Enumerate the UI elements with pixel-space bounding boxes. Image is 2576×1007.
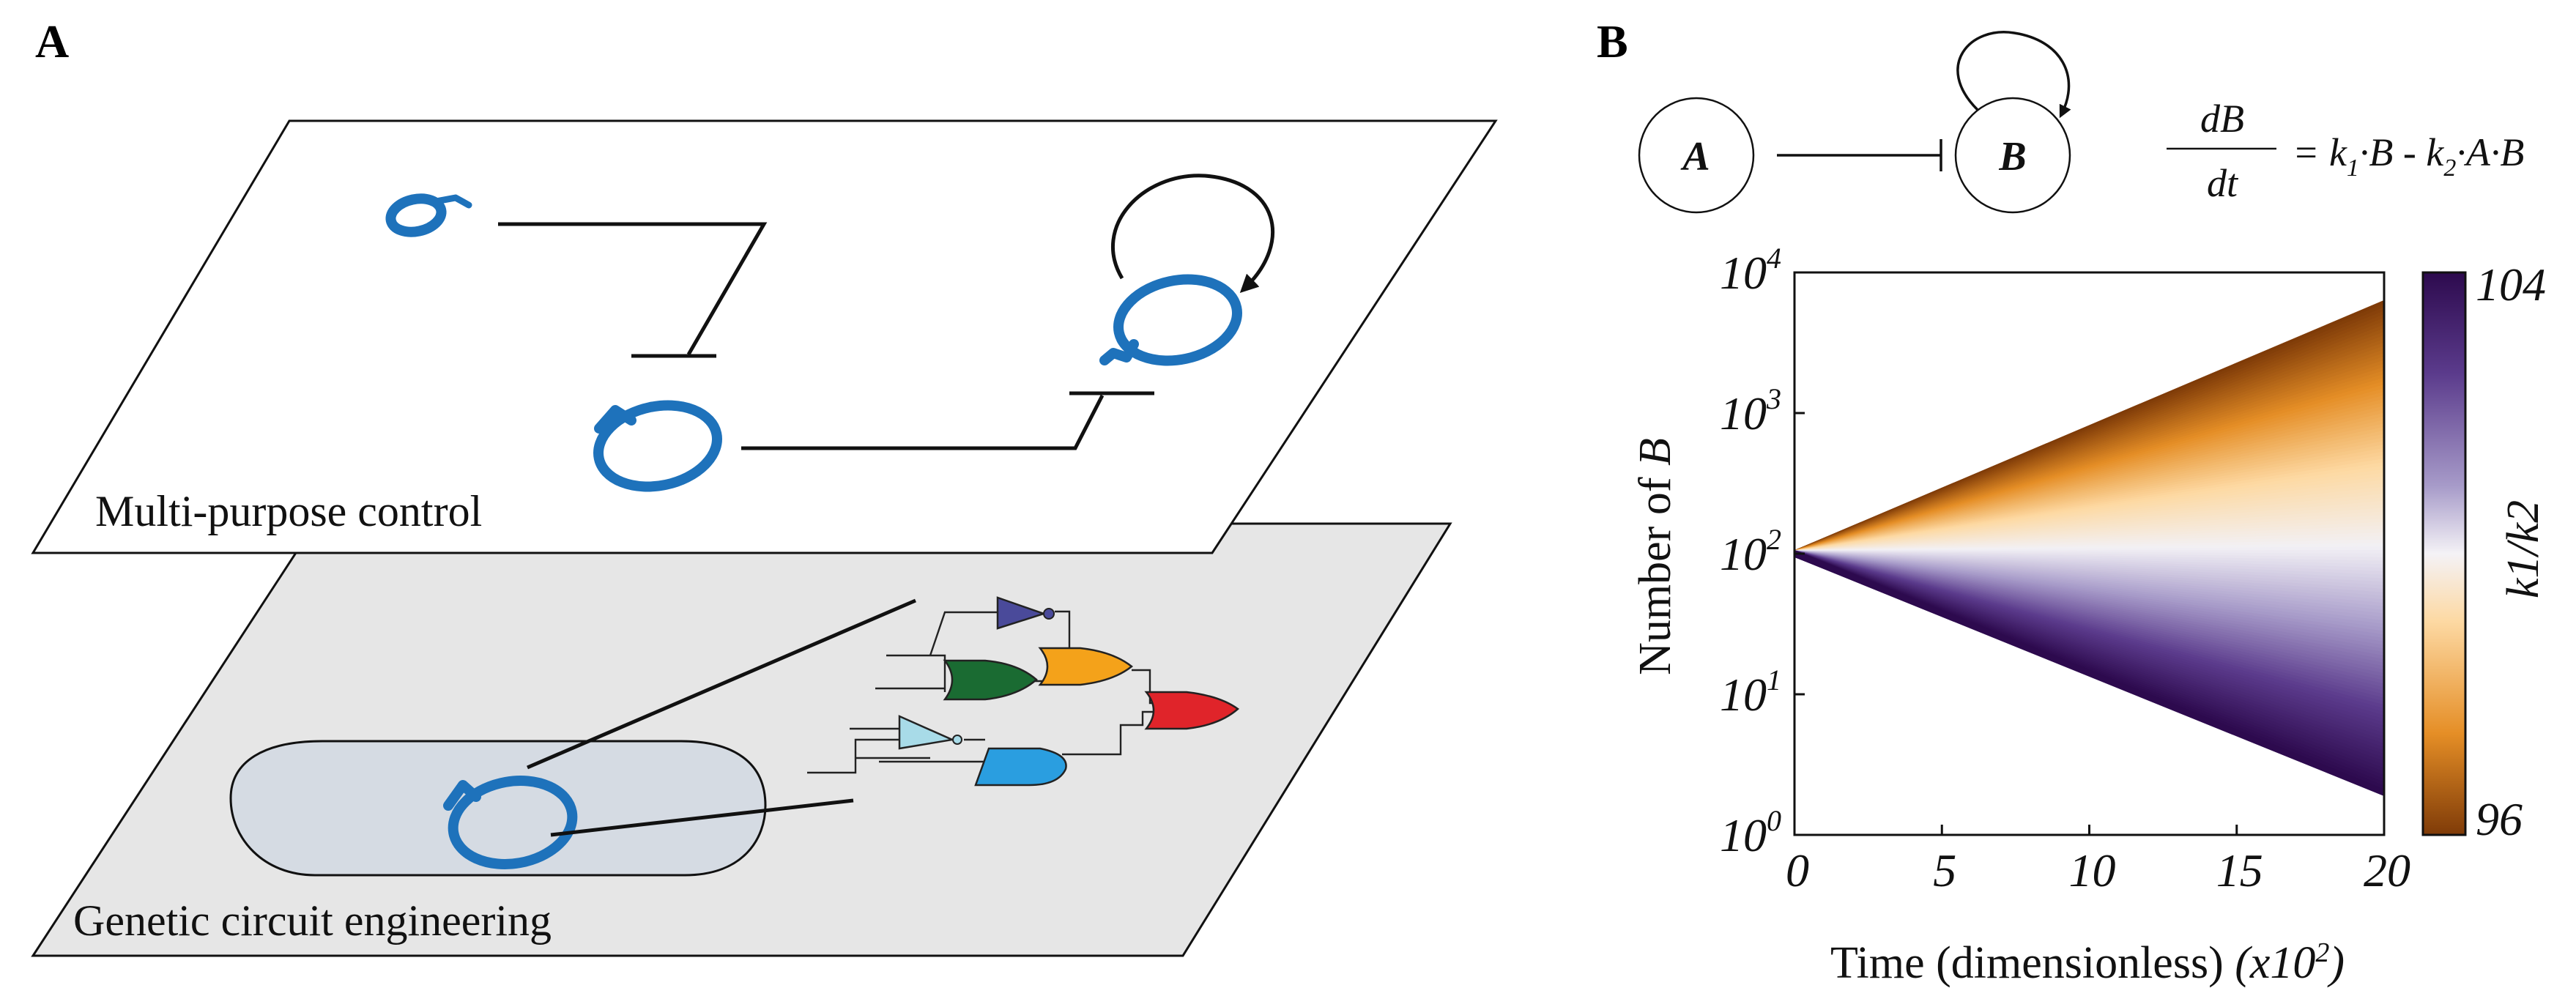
y-axis-title-var: B — [1630, 438, 1680, 466]
equation: dB dt = k1·B - k2·A·B — [2167, 97, 2524, 205]
y-axis-title-text: Number of — [1630, 477, 1680, 675]
node-b-label: B — [1998, 134, 2026, 179]
y-tick-label: 103 — [1720, 382, 1781, 439]
y-tick-label: 104 — [1720, 242, 1781, 299]
chart: 100 101 102 103 104 0 5 10 15 20 Number of B Tim… — [1630, 242, 2410, 988]
x-axis-title: Time (dimensionless) (x102) — [1830, 937, 2345, 988]
bottom-plane-label: Genetic circuit engineering — [73, 896, 552, 945]
plasmid-3-icon — [1099, 274, 1242, 366]
x-tick-label: 15 — [2216, 844, 2263, 896]
trajectory-fan — [1794, 300, 2384, 796]
self-activation-arrow — [1111, 174, 1274, 293]
x-axis-unit-exp: 2 — [2315, 937, 2329, 968]
logic-circuit — [807, 596, 1240, 787]
x-tick-label: 5 — [1933, 844, 1956, 896]
cell-plasmid-icon — [443, 776, 578, 869]
colorbar: 104 96 k1/k2 — [2421, 259, 2548, 845]
eq-rhs-0: = k — [2293, 130, 2347, 174]
y-tick-label: 102 — [1720, 523, 1781, 580]
cell — [229, 740, 767, 877]
x-tick-label: 10 — [2069, 844, 2116, 896]
zoom-line-bottom — [550, 798, 854, 837]
node-a — [1638, 97, 1755, 214]
y-axis-title: Number of B — [1630, 438, 1680, 675]
panel-b-letter: B — [1597, 15, 1628, 67]
trajectory-line — [1794, 550, 2384, 796]
y-axis-ticks: 100 101 102 103 104 — [1720, 242, 1805, 861]
eq-denominator: dt — [2207, 161, 2239, 205]
x-axis-unit-close: ) — [2327, 938, 2345, 988]
x-axis-unit: (x10 — [2235, 938, 2315, 988]
repression-edge-2 — [741, 394, 1105, 450]
x-tick-label: 0 — [1786, 844, 1809, 896]
x-axis-ticks: 0 5 10 15 20 — [1786, 825, 2410, 896]
colorbar-min-label: 96 — [2476, 793, 2523, 845]
top-plane-label: Multi-purpose control — [95, 487, 482, 535]
eq-numerator: dB — [2200, 97, 2244, 141]
node-a-label: A — [1680, 134, 1710, 179]
eq-rhs-4: ·A·B — [2456, 130, 2524, 174]
node-b — [1954, 97, 2071, 214]
panel-a-letter: A — [35, 15, 69, 67]
zoom-line-top — [527, 598, 916, 770]
eq-rhs: = k1·B - k2·A·B — [2293, 130, 2524, 182]
x-tick-label: 20 — [2364, 844, 2410, 896]
eq-sub-2: 2 — [2443, 155, 2456, 182]
colorbar-max-label: 104 — [2476, 259, 2546, 311]
eq-sub-1: 1 — [2347, 155, 2359, 182]
colorbar-gradient — [2421, 271, 2467, 836]
y-tick-label: 100 — [1720, 804, 1781, 861]
bottom-plane — [31, 522, 1452, 957]
y-tick-label: 101 — [1720, 664, 1781, 721]
eq-rhs-2: ·B - k — [2359, 130, 2444, 174]
plasmid-2-icon — [593, 400, 722, 492]
colorbar-title: k1/k2 — [2498, 500, 2548, 598]
b-self-activation-arrow — [1956, 31, 2071, 119]
repression-edge-1 — [498, 222, 768, 356]
plasmid-1-icon — [385, 193, 472, 237]
x-axis-title-text: Time (dimensionless) — [1830, 938, 2224, 988]
